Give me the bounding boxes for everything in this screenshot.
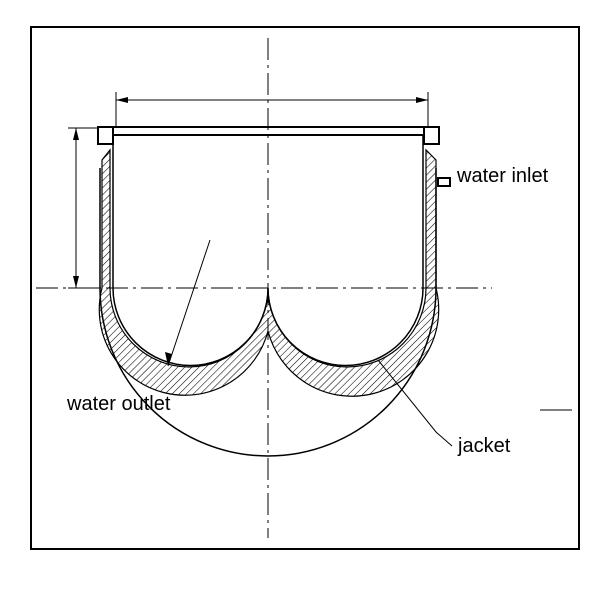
jacket-label: jacket [457,435,511,457]
width-dimension [115,92,429,126]
vessel-wall-hatched [98,148,440,397]
drawing-frame [30,26,580,550]
water-inlet-nozzle [437,177,451,187]
inner-bowl [112,134,424,367]
water-inlet-label: water inlet [456,165,549,187]
top-flange [97,126,440,145]
height-dimension [68,127,100,289]
water-outlet-label: water outlet [66,393,171,415]
jacket-leader [377,359,453,447]
water-outlet-leader [167,239,211,367]
